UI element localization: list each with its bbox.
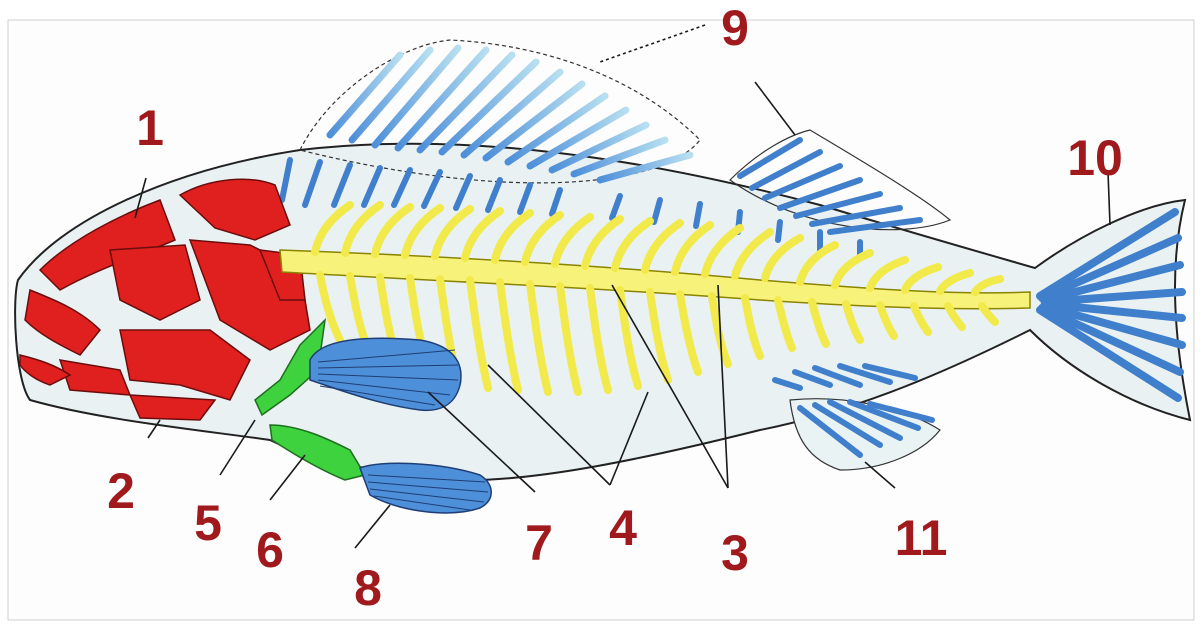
label-7: 7 [525, 515, 553, 571]
label-6: 6 [256, 522, 284, 578]
label-11: 11 [895, 510, 948, 566]
label-9: 9 [721, 0, 749, 56]
label-10: 10 [1067, 130, 1123, 186]
label-2: 2 [107, 463, 135, 519]
label-8: 8 [354, 560, 382, 616]
label-1: 1 [136, 100, 164, 156]
label-3: 3 [721, 525, 749, 581]
label-5: 5 [194, 495, 222, 551]
label-4: 4 [609, 500, 637, 556]
